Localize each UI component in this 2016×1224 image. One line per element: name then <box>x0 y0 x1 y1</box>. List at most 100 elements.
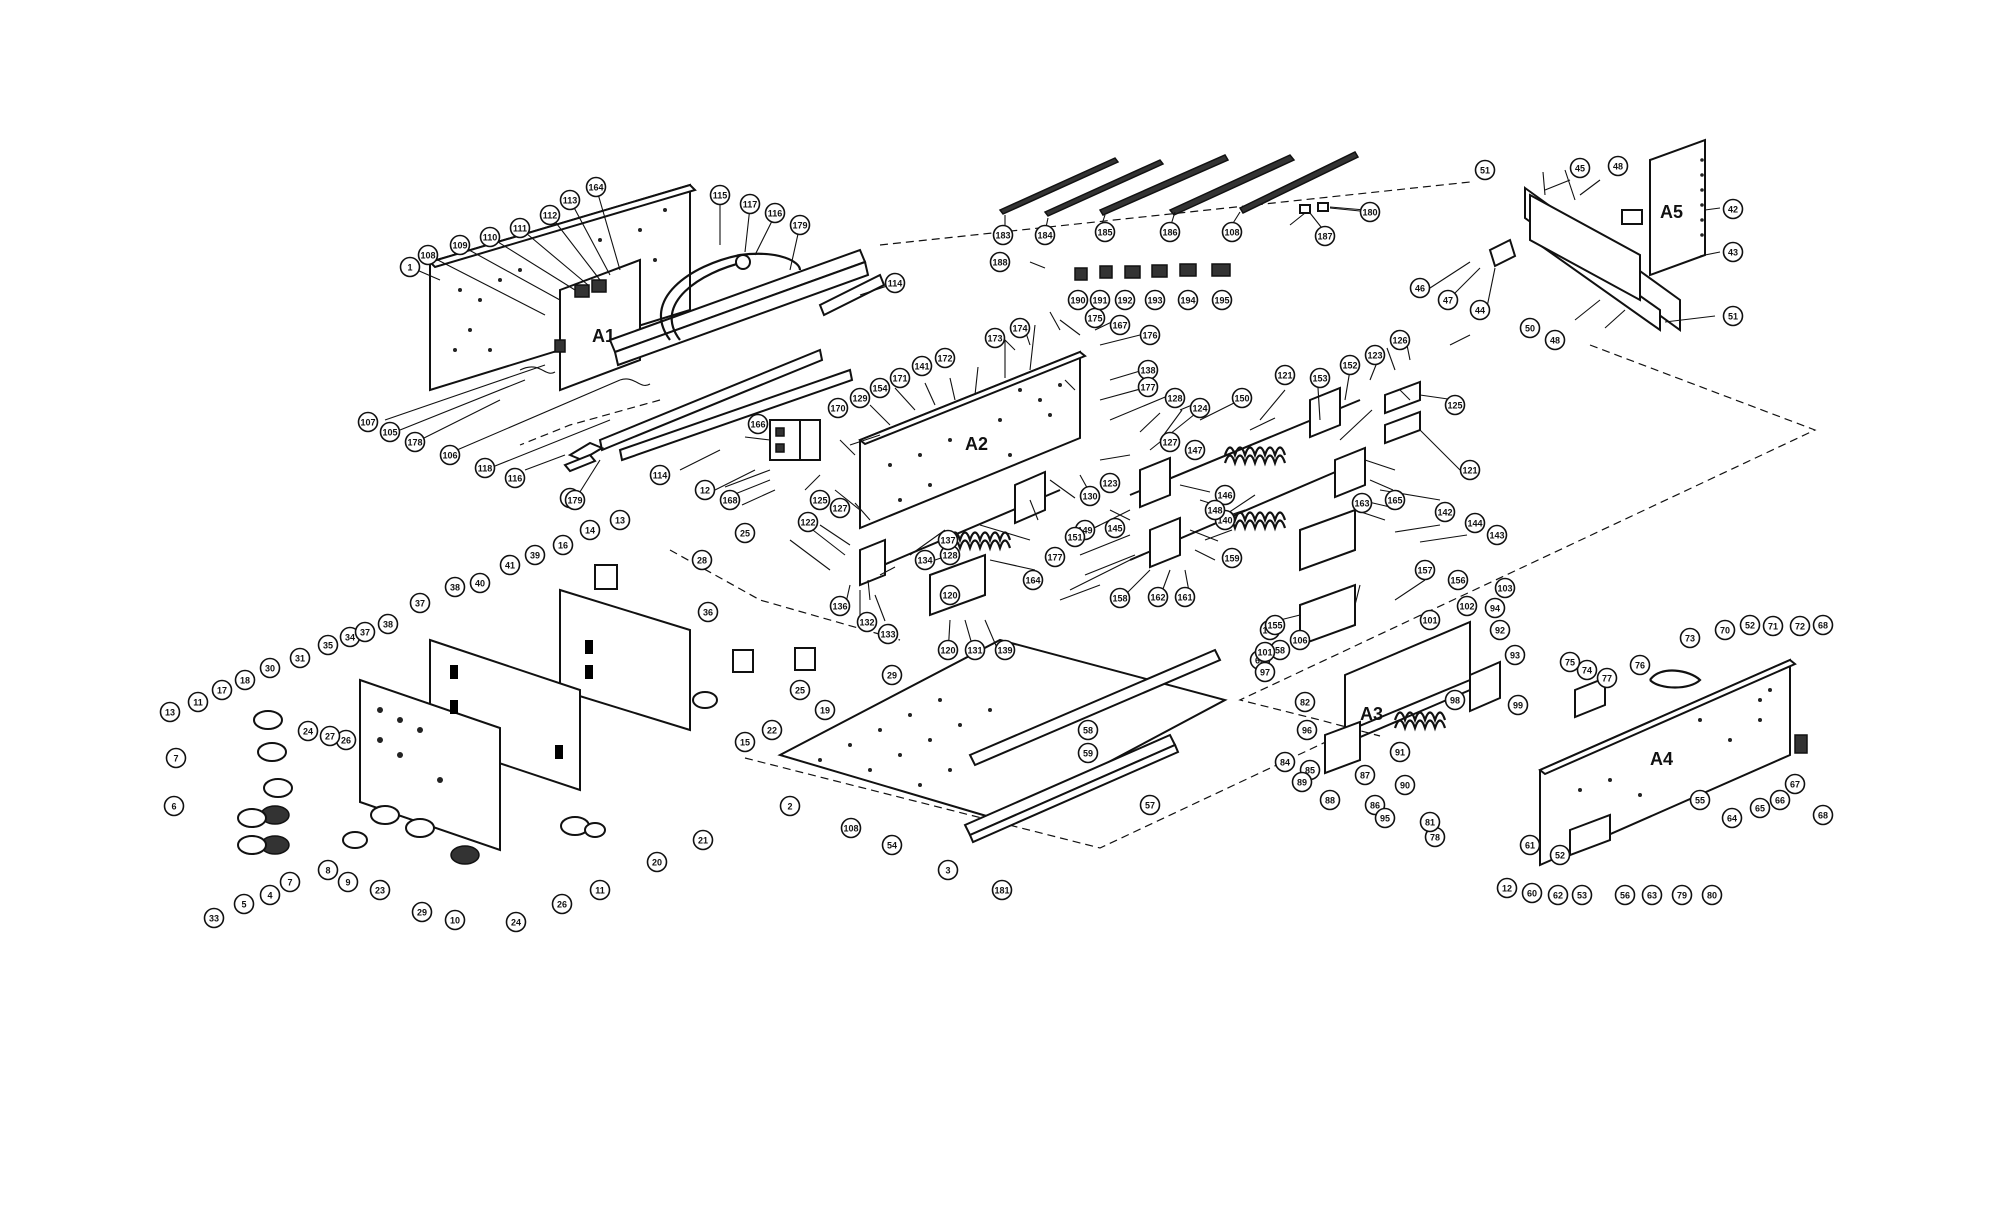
part-callout-label: 58 <box>1275 646 1285 656</box>
part-callout-26: 26 <box>551 893 573 915</box>
part-callout-138: 138 <box>1137 359 1159 381</box>
part-callout-79: 79 <box>1671 884 1693 906</box>
part-callout-label: 38 <box>450 583 460 593</box>
part-callout-146: 146 <box>1214 484 1236 506</box>
part-callout-139: 139 <box>994 639 1016 661</box>
part-callout-121: 121 <box>1274 364 1296 386</box>
part-callout-158: 158 <box>1109 587 1131 609</box>
part-callout-194: 194 <box>1177 289 1199 311</box>
part-callout-28: 28 <box>691 549 713 571</box>
part-callout-137: 137 <box>937 529 959 551</box>
part-callout-label: 123 <box>1102 479 1117 489</box>
part-callout-label: 164 <box>1025 576 1040 586</box>
part-callout-108: 108 <box>840 817 862 839</box>
part-callout-label: 41 <box>505 561 515 571</box>
part-callout-label: 97 <box>1260 668 1270 678</box>
part-callout-185: 185 <box>1094 221 1116 243</box>
part-callout-label: 3 <box>945 866 950 876</box>
part-callout-180: 180 <box>1359 201 1381 223</box>
part-callout-191: 191 <box>1089 289 1111 311</box>
part-callout-125: 125 <box>1444 394 1466 416</box>
part-callout-124: 124 <box>1189 397 1211 419</box>
part-callout-label: 4 <box>267 891 272 901</box>
part-callout-label: 63 <box>1647 891 1657 901</box>
part-callout-4: 4 <box>259 884 281 906</box>
part-callout-151: 151 <box>1064 526 1086 548</box>
part-callout-label: 178 <box>407 438 422 448</box>
part-callout-56: 56 <box>1614 884 1636 906</box>
part-callout-label: 17 <box>217 686 227 696</box>
part-callout-162: 162 <box>1147 586 1169 608</box>
part-callout-label: 60 <box>1527 889 1537 899</box>
top-strips <box>998 151 1360 217</box>
part-callout-label: 65 <box>1755 804 1765 814</box>
part-callout-37: 37 <box>409 592 431 614</box>
part-callout-label: 57 <box>1145 801 1155 811</box>
part-callout-label: 174 <box>1012 324 1027 334</box>
part-callout-118: 118 <box>474 457 496 479</box>
part-callout-29: 29 <box>411 901 433 923</box>
part-callout-120: 120 <box>937 639 959 661</box>
part-callout-181: 181 <box>991 879 1013 901</box>
part-callout-130: 130 <box>1079 485 1101 507</box>
part-callout-195: 195 <box>1211 289 1233 311</box>
part-callout-39: 39 <box>524 544 546 566</box>
part-callout-label: 12 <box>700 486 710 496</box>
part-callout-label: 143 <box>1489 531 1504 541</box>
part-callout-103: 103 <box>1494 577 1516 599</box>
part-callout-159: 159 <box>1221 547 1243 569</box>
part-callout-3: 3 <box>937 859 959 881</box>
part-callout-179: 179 <box>564 489 586 511</box>
part-callout-label: 54 <box>887 841 897 851</box>
part-callout-label: 103 <box>1497 584 1512 594</box>
part-callout-187: 187 <box>1314 225 1336 247</box>
part-callout-label: 101 <box>1422 616 1437 626</box>
part-callout-178: 178 <box>404 431 426 453</box>
part-callout-166: 166 <box>747 413 769 435</box>
part-callout-label: 118 <box>478 464 493 474</box>
part-callout-label: 131 <box>967 646 982 656</box>
part-callout-147: 147 <box>1184 439 1206 461</box>
part-callout-label: 154 <box>872 384 887 394</box>
part-callout-121: 121 <box>1459 459 1481 481</box>
part-callout-label: 136 <box>832 602 847 612</box>
part-callout-label: 55 <box>1695 796 1705 806</box>
part-callout-142: 142 <box>1434 501 1456 523</box>
part-callout-label: 88 <box>1325 796 1335 806</box>
part-callout-161: 161 <box>1174 586 1196 608</box>
part-callout-label: 25 <box>795 686 805 696</box>
part-callout-88: 88 <box>1319 789 1341 811</box>
part-callout-label: 163 <box>1354 499 1369 509</box>
part-callout-label: 179 <box>567 496 582 506</box>
board-a1: A1 <box>428 183 697 392</box>
assembly-dashed-outline <box>519 181 1817 849</box>
part-callout-45: 45 <box>1569 157 1591 179</box>
part-callout-125: 125 <box>809 489 831 511</box>
part-callout-150: 150 <box>1231 387 1253 409</box>
part-callout-label: 116 <box>508 474 523 484</box>
part-callout-188: 188 <box>989 251 1011 273</box>
part-callout-64: 64 <box>1721 807 1743 829</box>
part-callout-51: 51 <box>1722 305 1744 327</box>
part-callout-label: 101 <box>1257 648 1272 658</box>
part-callout-label: 129 <box>852 394 867 404</box>
part-callout-76: 76 <box>1629 654 1651 676</box>
part-callout-93: 93 <box>1504 644 1526 666</box>
part-callout-173: 173 <box>984 327 1006 349</box>
part-callout-66: 66 <box>1769 789 1791 811</box>
callouts: 1234567789101111121213131415161718192021… <box>159 155 1834 933</box>
part-callout-label: 82 <box>1300 698 1310 708</box>
part-callout-label: 117 <box>743 200 758 210</box>
part-callout-label: 51 <box>1728 312 1738 322</box>
part-callout-90: 90 <box>1394 774 1416 796</box>
part-callout-label: 188 <box>992 258 1007 268</box>
part-callout-label: 144 <box>1467 519 1482 529</box>
part-callout-label: 128 <box>1167 394 1182 404</box>
part-callout-label: 37 <box>415 599 425 609</box>
part-callout-label: 125 <box>1447 401 1462 411</box>
part-callout-label: 26 <box>557 900 567 910</box>
part-callout-label: 124 <box>1192 404 1207 414</box>
part-callout-31: 31 <box>289 647 311 669</box>
part-callout-30: 30 <box>259 657 281 679</box>
part-callout-label: 46 <box>1415 284 1425 294</box>
